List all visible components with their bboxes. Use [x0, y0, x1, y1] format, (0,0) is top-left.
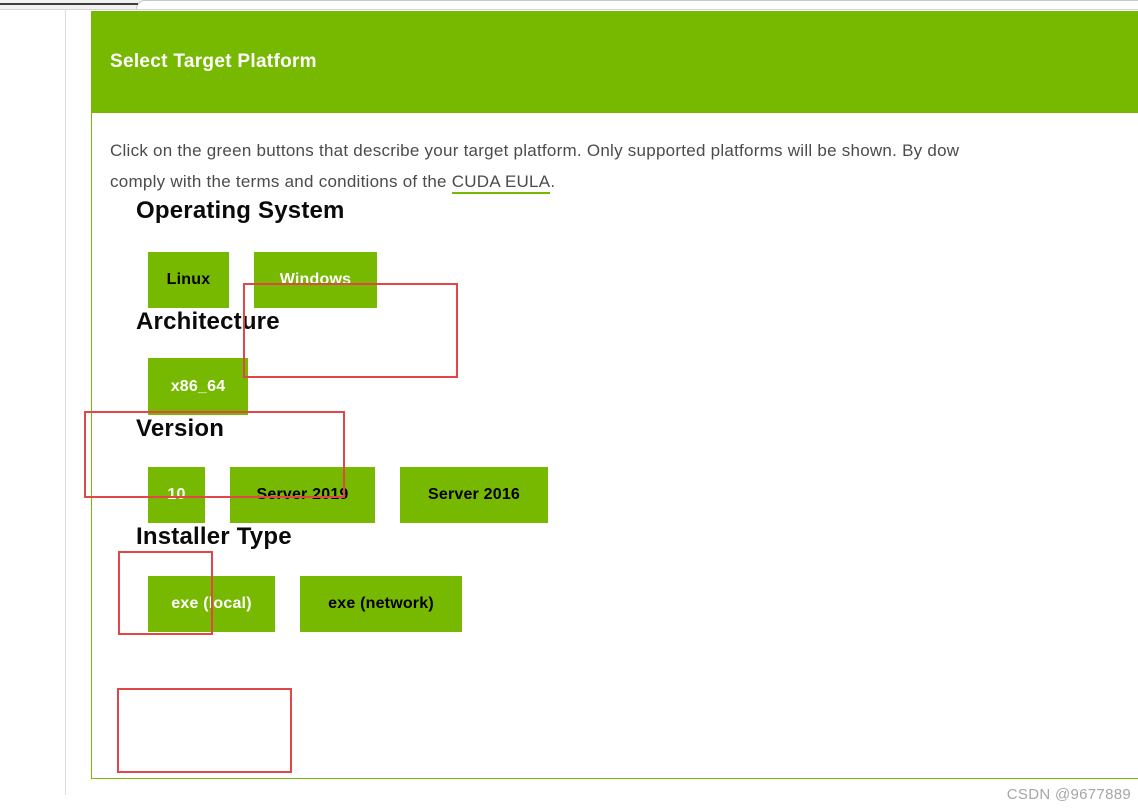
os-button-linux[interactable]: Linux	[148, 252, 229, 308]
cuda-eula-link[interactable]: CUDA EULA	[451, 172, 551, 194]
intro-paragraph: Click on the green buttons that describe…	[110, 135, 1138, 197]
select-target-platform-panel: Select Target Platform Click on the gree…	[91, 11, 1138, 779]
page-gutter-line	[65, 10, 66, 795]
section-title-architecture: Architecture	[136, 308, 280, 335]
browser-chrome-divider	[0, 3, 138, 5]
browser-tab-corner	[136, 0, 1138, 9]
version-button-server-2019[interactable]: Server 2019	[230, 467, 375, 523]
panel-title: Select Target Platform	[110, 51, 317, 72]
panel-header: Select Target Platform	[91, 11, 1138, 113]
architecture-button-row: x86_64	[148, 358, 1138, 415]
arch-button-x86-64[interactable]: x86_64	[148, 358, 248, 415]
annotation-box-version-10	[118, 551, 213, 635]
annotation-box-windows	[243, 283, 458, 378]
csdn-watermark: CSDN @9677889	[1006, 786, 1131, 803]
installer-button-exe-network[interactable]: exe (network)	[300, 576, 462, 632]
version-button-row: 10 Server 2019 Server 2016	[148, 467, 1138, 523]
section-title-version: Version	[136, 415, 225, 442]
section-title-operating-system: Operating System	[136, 197, 345, 224]
installer-type-button-row: exe (local) exe (network)	[148, 576, 1138, 632]
intro-line-2: comply with the terms and conditions of …	[110, 166, 1138, 197]
version-button-server-2016[interactable]: Server 2016	[400, 467, 548, 523]
version-button-10[interactable]: 10	[148, 467, 205, 523]
annotation-box-exe-local	[117, 688, 292, 773]
section-title-installer-type: Installer Type	[136, 523, 292, 550]
intro-line-1: Click on the green buttons that describe…	[110, 141, 960, 160]
annotation-box-x86-64	[84, 411, 345, 498]
